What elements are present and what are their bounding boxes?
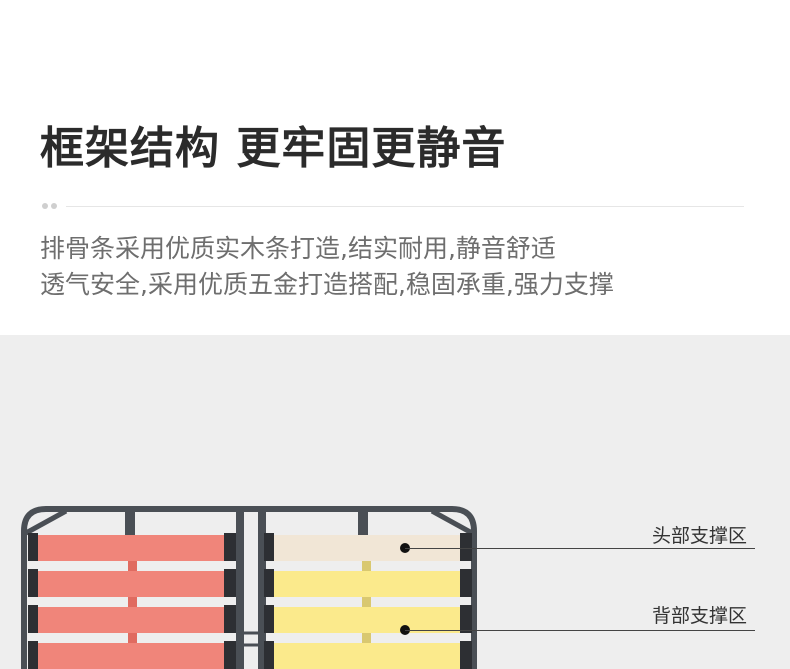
bed-frame-illustration [21, 506, 477, 669]
head-zone-leader-line [405, 548, 755, 549]
divider-line [66, 206, 744, 207]
left-slat [38, 643, 226, 669]
intro-section: 框架结构 更牢固更静音 排骨条采用优质实木条打造,结实耐用,静音舒适 透气安全,… [40, 123, 760, 303]
back-slat [274, 643, 460, 669]
structure-diagram: 头部支撑区 背部支撑区 [0, 335, 790, 669]
back-slat [274, 607, 460, 633]
description: 排骨条采用优质实木条打造,结实耐用,静音舒适 透气安全,采用优质五金打造搭配,稳… [40, 231, 760, 303]
left-slats [38, 535, 226, 669]
divider-dot [42, 203, 48, 209]
left-slat [38, 607, 226, 633]
frame-post [125, 511, 135, 541]
head-zone-label: 头部支撑区 [652, 525, 748, 547]
left-slat [38, 571, 226, 597]
center-rail [258, 511, 266, 669]
frame-post [358, 511, 368, 541]
frame-border [21, 506, 477, 669]
description-line-1: 排骨条采用优质实木条打造,结实耐用,静音舒适 [40, 234, 556, 263]
page-title: 框架结构 更牢固更静音 [40, 123, 507, 174]
back-slat [274, 571, 460, 597]
description-line-2: 透气安全,采用优质五金打造搭配,稳固承重,强力支撑 [40, 270, 614, 299]
center-rail [236, 511, 244, 669]
corner-brace [430, 508, 474, 536]
divider-dot [51, 203, 57, 209]
back-zone-label: 背部支撑区 [652, 605, 748, 627]
corner-brace [24, 508, 68, 536]
frame-hinge [238, 631, 264, 647]
left-slat [38, 535, 226, 561]
back-zone-leader-line [405, 630, 755, 631]
divider-dots [42, 203, 57, 209]
right-slats [274, 535, 460, 669]
